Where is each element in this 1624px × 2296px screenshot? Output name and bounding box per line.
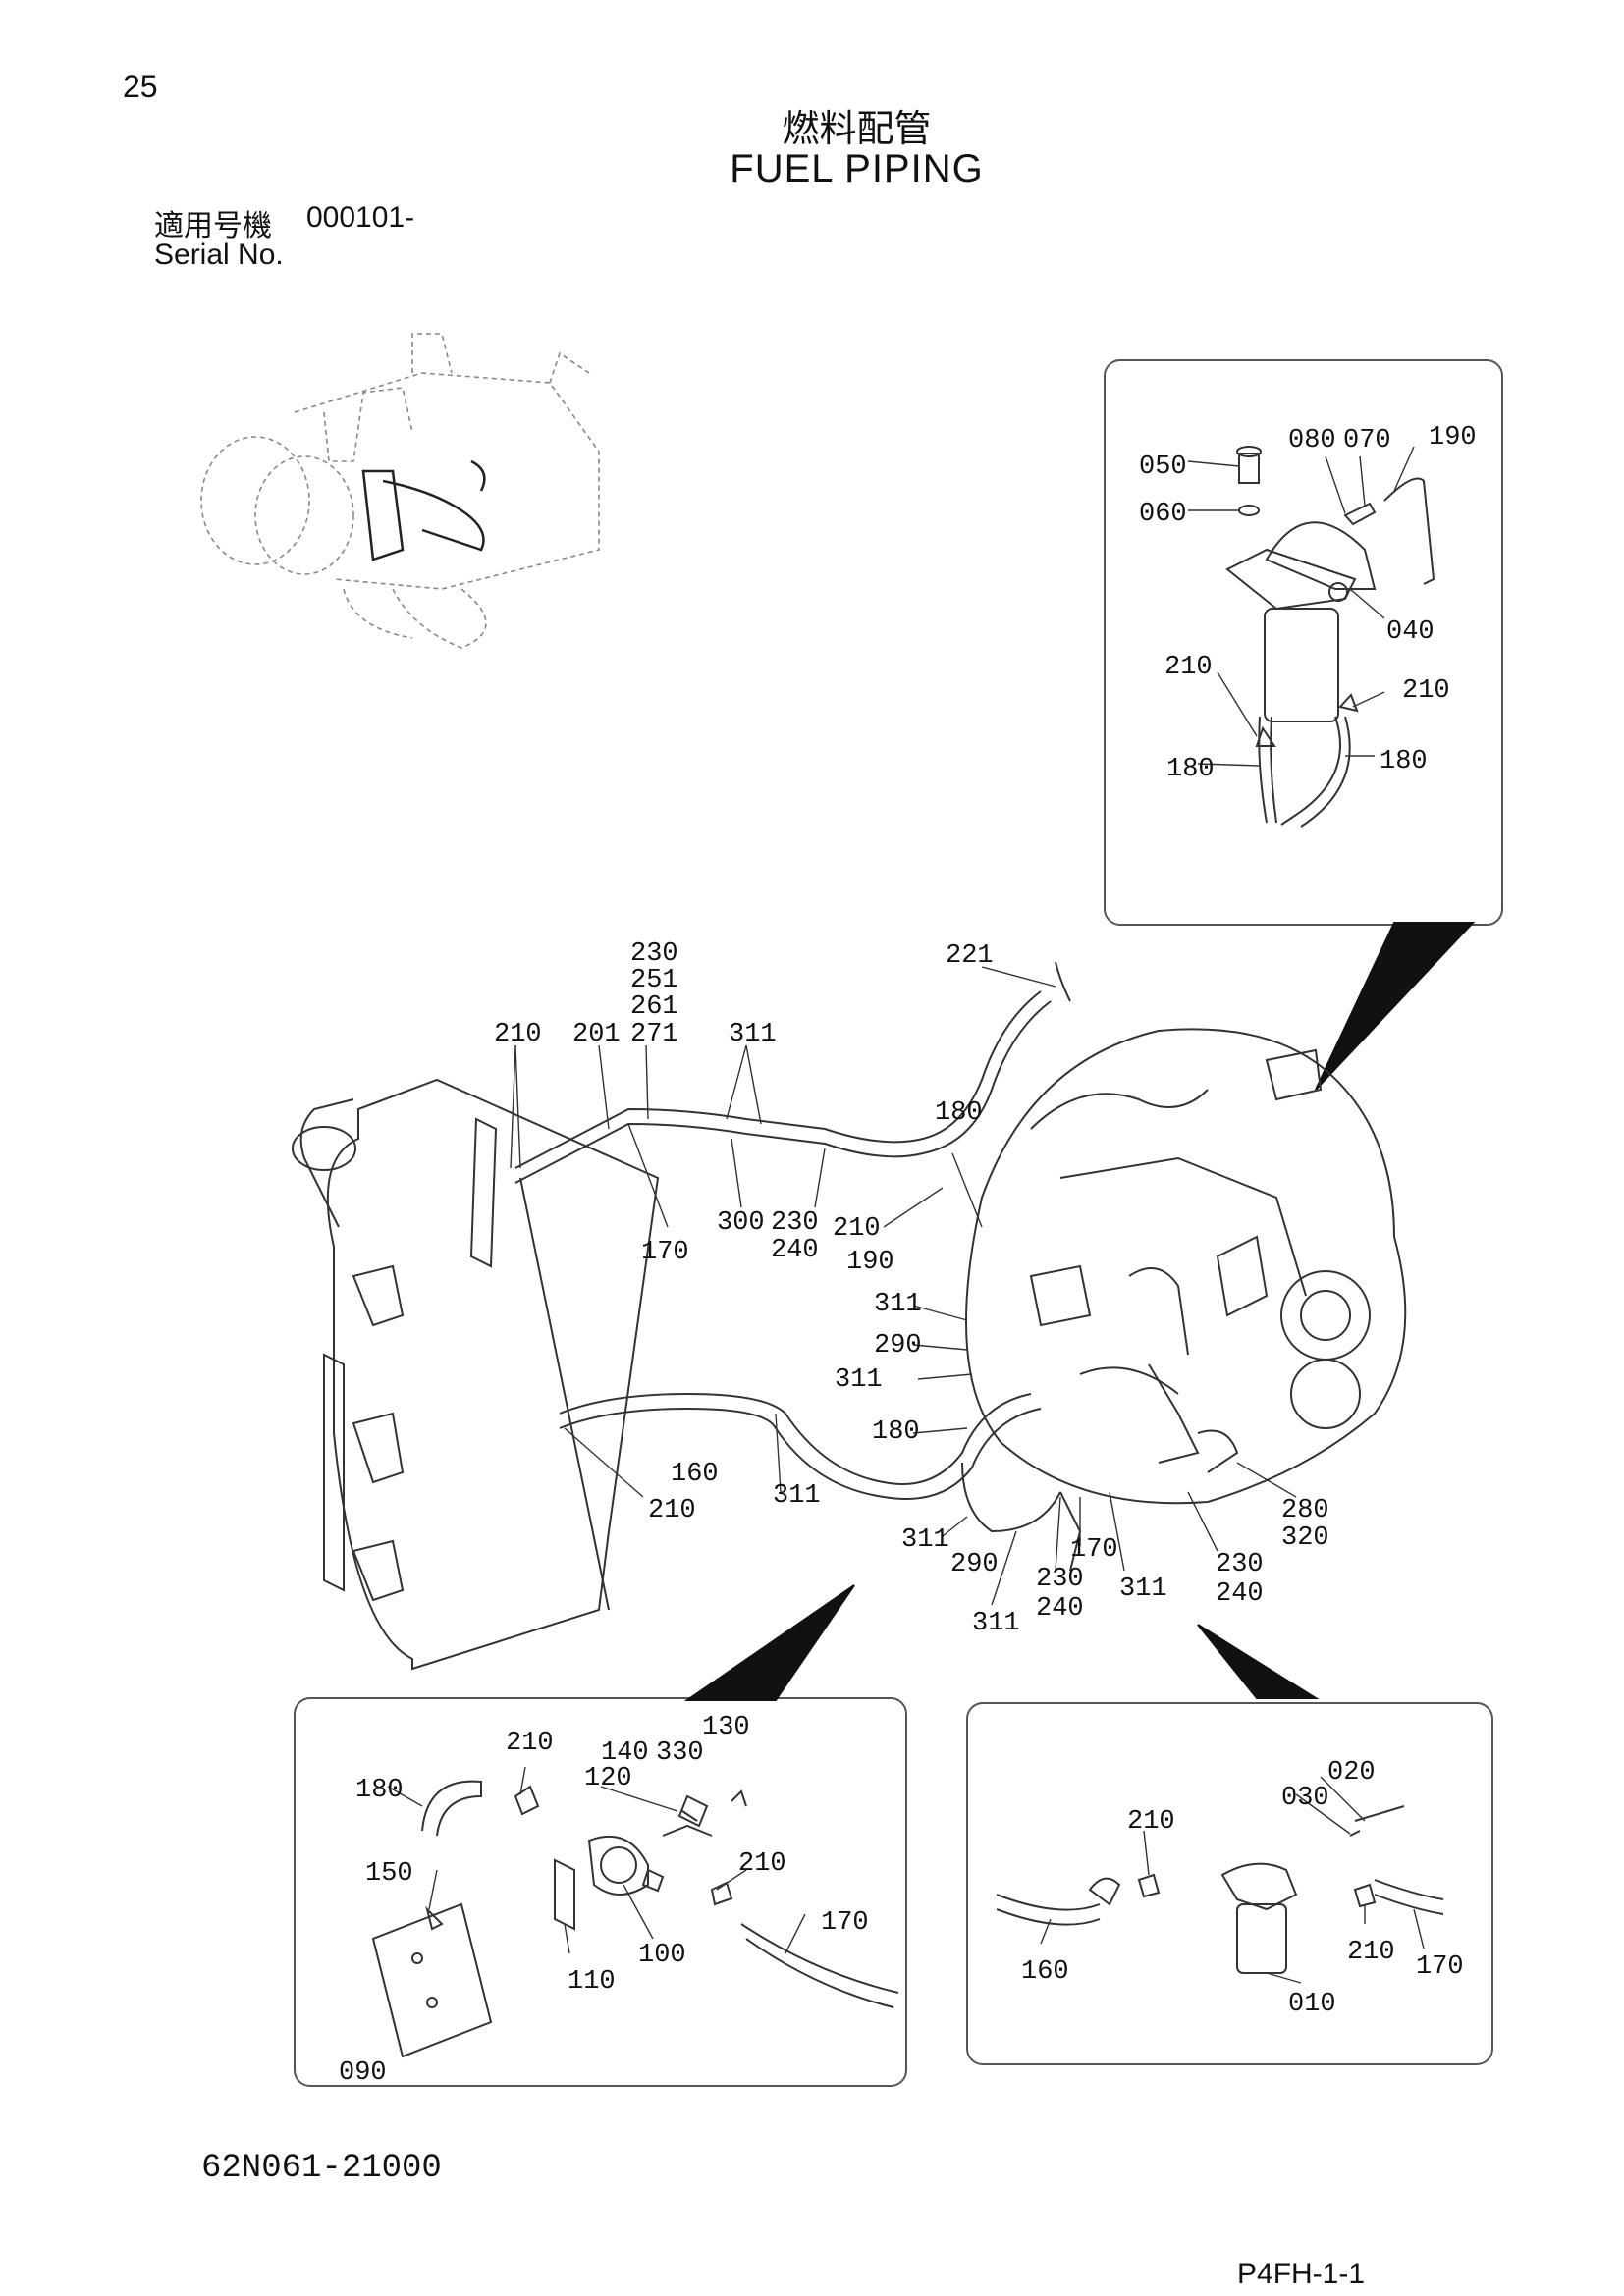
part-label: 120 <box>584 1764 632 1793</box>
machine-overview-sketch <box>200 333 600 649</box>
part-label: 210 <box>648 1496 696 1525</box>
part-label: 201 <box>572 1020 621 1049</box>
part-label: 170 <box>1070 1535 1118 1565</box>
part-label: 080 <box>1288 426 1336 455</box>
part-label: 170 <box>1416 1952 1464 1982</box>
part-label: 210 <box>494 1020 542 1049</box>
inset-pointer-prefilter <box>1315 922 1476 1091</box>
part-label: 160 <box>1021 1957 1069 1987</box>
part-label: 240 <box>771 1236 819 1265</box>
part-label: 230 <box>630 939 678 969</box>
labels-prefilter: 050 080 070 190 060 040 210 210 180 180 <box>1139 423 1477 784</box>
part-label: 280 <box>1281 1496 1329 1525</box>
part-label: 090 <box>339 2058 387 2088</box>
part-label: 210 <box>1127 1807 1175 1837</box>
part-label: 311 <box>874 1290 922 1319</box>
serial-label-en: Serial No. <box>154 239 284 271</box>
part-label: 240 <box>1216 1579 1264 1609</box>
part-label: 180 <box>935 1098 983 1128</box>
part-label: 110 <box>568 1967 616 1997</box>
part-label: 060 <box>1139 500 1187 529</box>
pump-parts <box>371 1780 899 2058</box>
fuel-tank-outline <box>292 1078 660 1671</box>
part-label: 150 <box>365 1859 413 1889</box>
part-label: 130 <box>702 1713 750 1742</box>
inset-pointer-pump <box>683 1584 855 1701</box>
part-label: 040 <box>1386 617 1435 647</box>
part-label: 210 <box>1347 1938 1395 1967</box>
part-label: 230 <box>1036 1565 1084 1594</box>
part-label: 010 <box>1288 1990 1336 2019</box>
part-label: 210 <box>1402 676 1450 706</box>
part-label: 221 <box>946 941 994 971</box>
part-label: 251 <box>630 966 678 995</box>
labels-main-filter: 020 030 210 160 210 170 010 <box>1021 1758 1464 2019</box>
part-label: 311 <box>901 1525 949 1555</box>
part-label: 190 <box>846 1248 894 1277</box>
harness-highlight <box>361 459 486 561</box>
engine-outline <box>965 1028 1407 1505</box>
part-label: 230 <box>1216 1550 1264 1579</box>
main-filter-parts <box>996 1805 1444 1974</box>
part-label: 210 <box>506 1729 554 1758</box>
part-label: 070 <box>1343 426 1391 455</box>
inset-frame-prefilter <box>1104 359 1503 926</box>
sheet-reference: P4FH-1-1 <box>1237 2258 1366 2290</box>
part-label: 170 <box>641 1238 689 1267</box>
part-label: 271 <box>630 1020 678 1049</box>
page-number: 25 <box>123 69 158 104</box>
part-label: 311 <box>972 1609 1020 1638</box>
part-label: 320 <box>1281 1523 1329 1553</box>
part-label: 170 <box>821 1908 869 1938</box>
part-label: 190 <box>1429 423 1477 453</box>
fuel-hoses <box>514 961 1082 1572</box>
part-label: 311 <box>729 1020 777 1049</box>
part-label: 210 <box>833 1214 881 1244</box>
part-label: 230 <box>771 1208 819 1238</box>
labels-main-assembly: 230 251 261 271 210 201 311 221 180 300 … <box>494 939 1329 1638</box>
inset-pointer-main-filter <box>1197 1624 1320 1699</box>
inset-frame-main-filter <box>966 1702 1493 2065</box>
part-label: 290 <box>874 1331 922 1361</box>
part-label: 180 <box>872 1417 920 1447</box>
part-label: 261 <box>630 992 678 1022</box>
page-title-jp: 燃料配管 <box>782 107 932 150</box>
part-label: 311 <box>1119 1575 1167 1604</box>
leader-lines <box>387 446 1425 1984</box>
part-label: 290 <box>950 1550 999 1579</box>
part-label: 180 <box>1380 747 1428 776</box>
serial-value: 000101- <box>306 201 415 234</box>
part-label: 180 <box>1166 755 1215 784</box>
labels-pump: 210 130 140 330 180 120 150 210 170 100 … <box>339 1713 869 2088</box>
part-label: 210 <box>738 1849 786 1879</box>
part-label: 210 <box>1164 653 1213 682</box>
serial-label-jp: 適用号機 <box>154 209 272 243</box>
part-label: 180 <box>355 1776 404 1805</box>
part-label: 311 <box>773 1481 821 1511</box>
part-label: 311 <box>835 1365 883 1395</box>
inset-frame-pump <box>294 1697 907 2087</box>
part-label: 160 <box>671 1460 719 1489</box>
page-title: FUEL PIPING <box>730 147 984 190</box>
part-label: 240 <box>1036 1594 1084 1624</box>
part-label: 100 <box>638 1941 686 1970</box>
part-label: 300 <box>717 1208 765 1238</box>
part-label: 330 <box>656 1738 704 1768</box>
drawing-number: 62N061-21000 <box>201 2150 442 2187</box>
part-label: 050 <box>1139 453 1187 482</box>
part-label: 020 <box>1327 1758 1376 1788</box>
part-label: 140 <box>601 1738 649 1768</box>
part-label: 030 <box>1281 1784 1329 1813</box>
